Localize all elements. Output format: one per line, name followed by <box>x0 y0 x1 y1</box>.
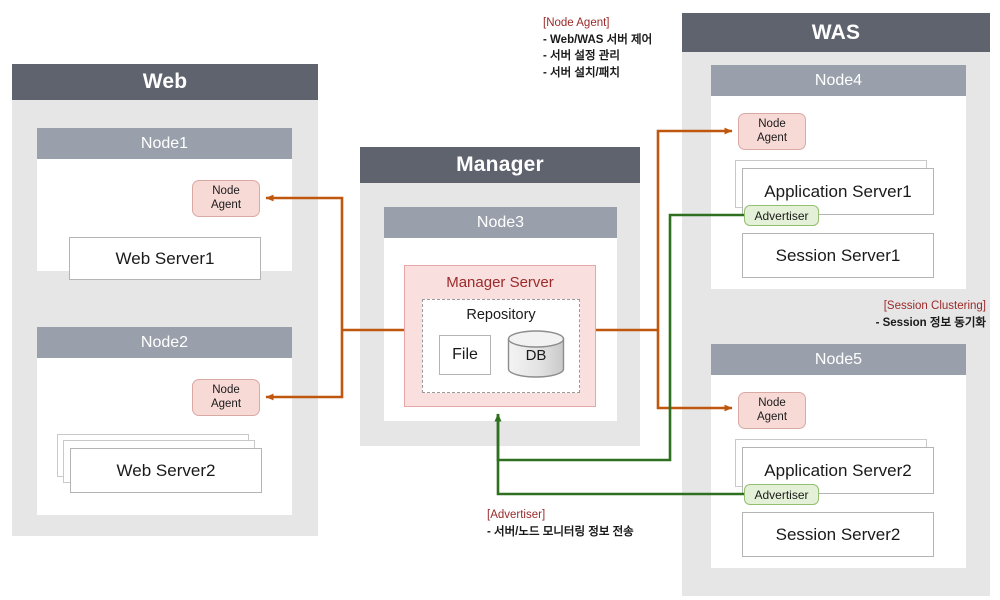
session-server1-box: Session Server1 <box>742 233 934 278</box>
annotation-session-clustering-line1: - Session 정보 동기화 <box>875 316 986 329</box>
group-was-title: WAS <box>682 13 990 52</box>
annotation-advertiser-heading: [Advertiser] <box>487 509 546 521</box>
app-server1-label: Application Server1 <box>764 181 912 201</box>
annotation-advertiser: [Advertiser] - 서버/노드 모니터링 정보 전송 <box>487 507 634 540</box>
session-server1-label: Session Server1 <box>775 245 901 265</box>
web-server2-box: Web Server2 <box>70 448 262 493</box>
repository-box: Repository File DB <box>422 299 580 393</box>
annotation-node-agent-line2: - 서버 설정 관리 <box>543 50 620 63</box>
annotation-node-agent: [Node Agent] - Web/WAS 서버 제어 - 서버 설정 관리 … <box>543 15 652 82</box>
db-cylinder: DB <box>507 330 565 378</box>
file-box: File <box>439 335 491 375</box>
node-agent-node5[interactable]: Node Agent <box>738 392 806 429</box>
annotation-session-clustering-heading: [Session Clustering] <box>883 300 986 312</box>
session-server2-box: Session Server2 <box>742 512 934 557</box>
node-node1-title: Node1 <box>37 128 292 159</box>
node-agent-line1: Node <box>758 118 786 131</box>
db-cylinder-icon <box>507 330 565 378</box>
advertiser-badge-node4[interactable]: Advertiser <box>744 205 819 226</box>
app-server2-box: Application Server2 <box>742 447 934 494</box>
repository-title: Repository <box>466 307 536 323</box>
group-web-title: Web <box>12 64 318 100</box>
web-server1-label: Web Server1 <box>115 248 215 268</box>
manager-server-title: Manager Server <box>446 274 554 291</box>
annotation-session-clustering: [Session Clustering] - Session 정보 동기화 <box>770 298 986 331</box>
node-agent-line1: Node <box>758 397 786 410</box>
node-node5-title: Node5 <box>711 344 966 375</box>
node-node2-title: Node2 <box>37 327 292 358</box>
node-agent-line2: Agent <box>210 397 242 410</box>
web-server2-label: Web Server2 <box>116 460 216 480</box>
node-agent-node2[interactable]: Node Agent <box>192 379 260 416</box>
node-agent-node1[interactable]: Node Agent <box>192 180 260 217</box>
group-manager-title: Manager <box>360 147 640 183</box>
node-node3-title: Node3 <box>384 207 617 238</box>
session-server2-label: Session Server2 <box>775 524 901 544</box>
manager-server-box: Manager Server Repository File <box>404 265 596 407</box>
node-node4-title: Node4 <box>711 65 966 96</box>
annotation-node-agent-line1: - Web/WAS 서버 제어 <box>543 33 653 46</box>
advertiser-badge-node5[interactable]: Advertiser <box>744 484 819 505</box>
node-agent-line2: Agent <box>210 198 242 211</box>
annotation-node-agent-line3: - 서버 설치/패치 <box>543 67 620 80</box>
node-agent-line1: Node <box>212 185 240 198</box>
node-agent-line2: Agent <box>756 410 788 423</box>
node-agent-line2: Agent <box>756 131 788 144</box>
node-agent-line1: Node <box>212 384 240 397</box>
file-label: File <box>452 346 478 363</box>
advertiser-label: Advertiser <box>754 487 809 502</box>
advertiser-label: Advertiser <box>754 208 809 223</box>
annotation-node-agent-heading: [Node Agent] <box>543 17 610 29</box>
web-server1-box: Web Server1 <box>69 237 261 280</box>
annotation-advertiser-line1: - 서버/노드 모니터링 정보 전송 <box>487 525 634 538</box>
node-agent-node4[interactable]: Node Agent <box>738 113 806 150</box>
app-server2-label: Application Server2 <box>764 460 912 480</box>
